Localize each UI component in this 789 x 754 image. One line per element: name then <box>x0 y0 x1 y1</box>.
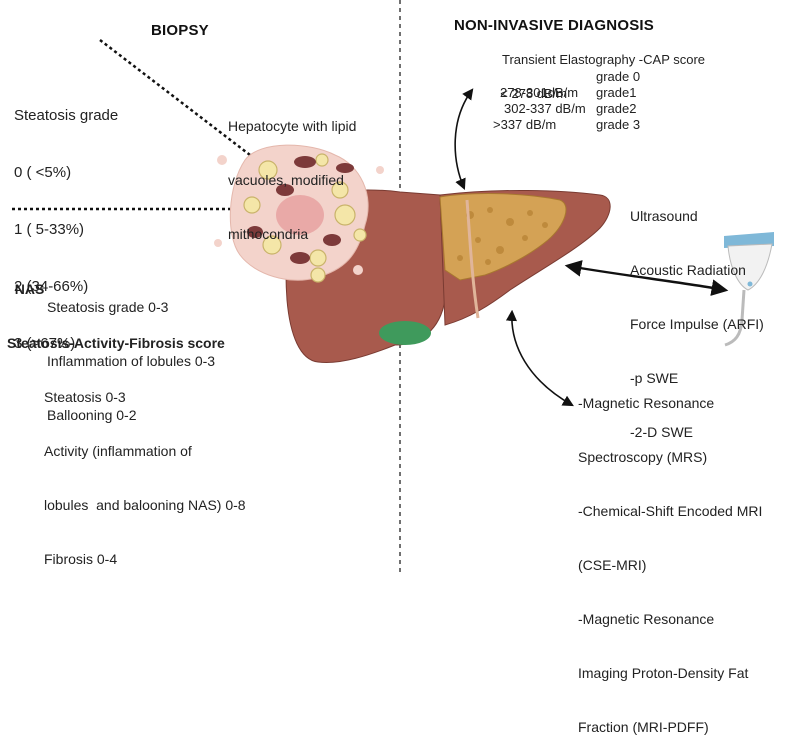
mri-line: Spectroscopy (MRS) <box>578 449 708 465</box>
ultrasound-line: Ultrasound <box>630 208 698 224</box>
nas-items: Steatosis grade 0-3 Inflammation of lobu… <box>47 262 215 442</box>
ultrasound-line: -2-D SWE <box>630 424 693 440</box>
mri-line: -Chemical-Shift Encoded MRI <box>578 503 763 519</box>
biopsy-heading: BIOPSY <box>151 22 209 39</box>
ultrasound-block: Ultrasound Acoustic Radiation Force Impu… <box>630 171 764 459</box>
te-cap-grade: grade 3 <box>596 117 641 132</box>
ultrasound-line: Force Impulse (ARFI) <box>630 316 764 332</box>
steatosis-grade-item: 1 ( 5-33%) <box>14 221 85 238</box>
steatosis-grade-title: Steatosis grade <box>14 107 119 124</box>
hepatocyte-icon <box>214 144 384 283</box>
mri-line: Fraction (MRI-PDFF) <box>578 719 709 735</box>
saf-item: Fibrosis 0-4 <box>44 551 118 567</box>
mri-line: Imaging Proton-Density Fat <box>578 665 749 681</box>
steatosis-grade-item: 3 (>67%) <box>14 335 76 352</box>
hepatocyte-label-line: Hepatocyte with lipid <box>228 118 357 134</box>
nas-item: Inflammation of lobules 0-3 <box>47 353 216 369</box>
hepatocyte-label-line: vacuoles, modified <box>228 172 344 188</box>
noninvasive-heading: NON-INVASIVE DIAGNOSIS <box>454 17 654 34</box>
mri-line: (CSE-MRI) <box>578 557 647 573</box>
te-cap-row: < 278 dB/m <box>493 68 567 102</box>
saf-items: Steatosis 0-3 Activity (inflammation of … <box>44 352 246 586</box>
steatosis-grade-item: 0 ( <5%) <box>14 164 72 181</box>
nas-item: Ballooning 0-2 <box>47 407 137 423</box>
double-arrow-icon <box>454 88 474 191</box>
nas-block: NAS <box>7 262 45 298</box>
saf-item: Activity (inflammation of <box>44 443 192 459</box>
te-cap-title: Transient Elastography -CAP score <box>502 52 706 67</box>
ultrasound-probe-icon <box>724 232 774 347</box>
te-cap-grade: grade1 <box>596 85 637 100</box>
gallbladder <box>379 321 431 345</box>
saf-item: lobules and balooning NAS) 0-8 <box>44 497 246 513</box>
double-arrow-icon <box>505 309 574 407</box>
te-cap-range: 302-337 dB/m <box>504 101 586 116</box>
nas-title: NAS <box>14 281 45 297</box>
te-cap-grade: grade 0 <box>596 69 641 84</box>
saf-item: Steatosis 0-3 <box>44 389 126 405</box>
nas-item: Steatosis grade 0-3 <box>47 299 169 315</box>
steatosis-grade-item: 2 (34-66%) <box>14 278 89 295</box>
mri-line: -Magnetic Resonance <box>578 395 715 411</box>
ultrasound-line: Acoustic Radiation <box>630 262 746 278</box>
hepatocyte-label: Hepatocyte with lipid vacuoles, modified… <box>228 81 356 261</box>
saf-title: Steatosis-Activity-Fibrosis score <box>7 335 225 351</box>
te-cap-grade: grade2 <box>596 101 637 116</box>
ultrasound-line: -p SWE <box>630 370 679 386</box>
mri-block: -Magnetic Resonance Spectroscopy (MRS) -… <box>578 358 762 754</box>
double-arrow-icon <box>564 260 729 296</box>
pointer-line-steatosis <box>99 39 251 156</box>
steatosis-grade-block: Steatosis grade 0 ( <5%) 1 ( 5-33%) 2 (3… <box>14 68 118 372</box>
diagram-artwork <box>12 0 774 573</box>
hepatocyte-label-line: mithocondria <box>228 226 309 242</box>
te-cap-range: >337 dB/m <box>493 117 557 132</box>
te-cap-range: < 278 dB/m <box>500 86 568 101</box>
mri-line: -Magnetic Resonance <box>578 611 715 627</box>
te-cap-range: 278-301dB/m <box>500 85 579 100</box>
